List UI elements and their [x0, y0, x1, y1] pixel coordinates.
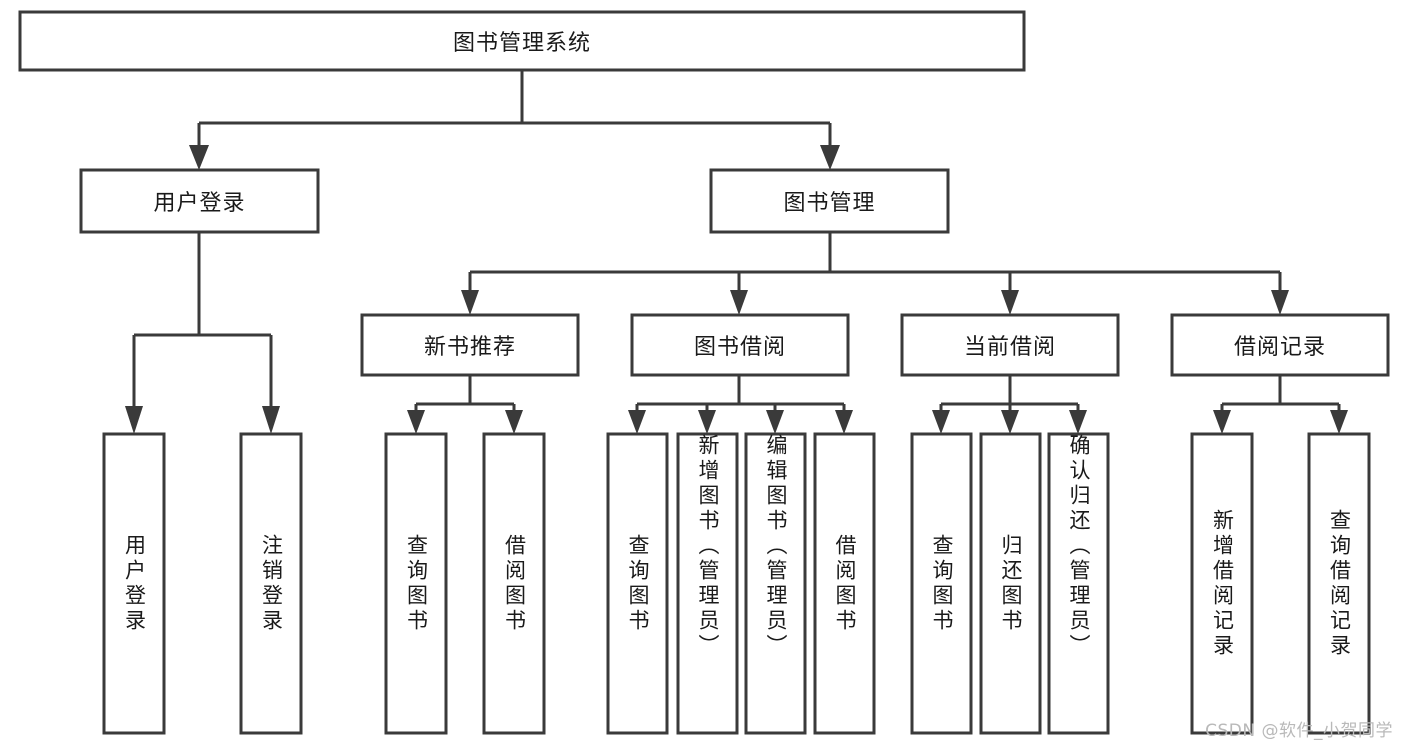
- arrowhead-leaf-query-record: [1330, 410, 1348, 434]
- arrowhead-leaf-user-login: [125, 406, 143, 434]
- node-current-borrow-box[interactable]: [900, 313, 1120, 377]
- arrowhead-current-borrow: [1001, 290, 1019, 315]
- node-root-box[interactable]: [18, 10, 1026, 72]
- node-borrow-record-box[interactable]: [1170, 313, 1390, 377]
- arrowhead-leaf-borrow-book-2: [835, 410, 853, 434]
- arrowhead-book-manage: [820, 145, 840, 170]
- arrowhead-borrow-record: [1271, 290, 1289, 315]
- node-new-book-recommend-box[interactable]: [360, 313, 580, 377]
- arrowhead-leaf-confirm-return: [1069, 410, 1087, 434]
- node-user-login-box[interactable]: [79, 168, 320, 234]
- node-leaf-add-record-box[interactable]: [1190, 432, 1254, 735]
- arrowhead-leaf-borrow-book-1: [505, 410, 523, 434]
- arrowhead-book-borrow: [730, 290, 748, 315]
- node-leaf-query-record-box[interactable]: [1307, 432, 1371, 735]
- node-leaf-query-book-3-box[interactable]: [910, 432, 973, 735]
- node-leaf-confirm-return-box[interactable]: [1047, 432, 1110, 735]
- arrowhead-leaf-user-logout: [262, 406, 280, 434]
- arrowhead-leaf-query-book-2: [628, 410, 646, 434]
- arrowhead-leaf-query-book-1: [407, 410, 425, 434]
- arrowhead-user-login: [189, 145, 209, 170]
- arrowhead-leaf-edit-book: [766, 410, 784, 434]
- arrowhead-leaf-add-record: [1213, 410, 1231, 434]
- node-leaf-edit-book-box[interactable]: [744, 432, 807, 735]
- node-leaf-query-book-1-box[interactable]: [384, 432, 448, 735]
- node-leaf-borrow-book-2-box[interactable]: [813, 432, 876, 735]
- node-leaf-user-logout-box[interactable]: [239, 432, 303, 735]
- node-book-borrow-box[interactable]: [630, 313, 850, 377]
- arrowhead-leaf-return-book: [1001, 410, 1019, 434]
- node-leaf-add-book-box[interactable]: [676, 432, 739, 735]
- arrowhead-new-book-recommend: [461, 290, 479, 315]
- node-leaf-user-login-box[interactable]: [102, 432, 166, 735]
- node-leaf-query-book-2-box[interactable]: [606, 432, 669, 735]
- arrowhead-leaf-add-book: [698, 410, 716, 434]
- node-leaf-return-book-box[interactable]: [979, 432, 1042, 735]
- arrowhead-leaf-query-book-3: [932, 410, 950, 434]
- node-book-manage-box[interactable]: [709, 168, 950, 234]
- node-leaf-borrow-book-1-box[interactable]: [482, 432, 546, 735]
